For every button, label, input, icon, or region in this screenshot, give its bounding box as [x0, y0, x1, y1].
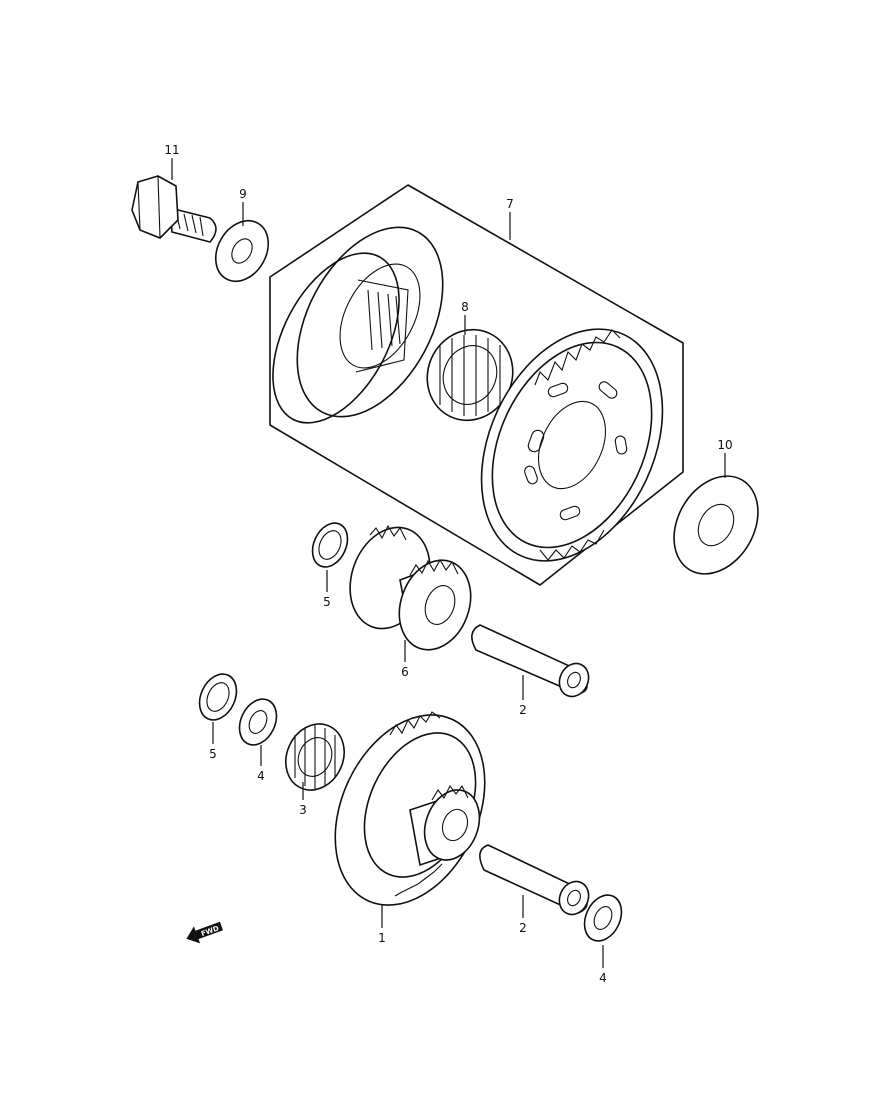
part-8-needle-bearing	[426, 328, 514, 422]
fwd-label: FWD	[200, 924, 220, 938]
label-part-2-upper: 2	[519, 703, 527, 717]
leader-lines	[171, 158, 726, 968]
part-number-labels: 11 9 7 8 10 5 6 2 5 4 3 1 2 4	[164, 143, 732, 985]
label-part-1: 1	[378, 931, 386, 945]
assembly-7-outline	[269, 184, 684, 586]
label-part-10: 10	[717, 438, 732, 452]
fwd-arrow-badge: FWD	[186, 921, 223, 944]
part-5-washer-upper	[311, 522, 349, 568]
part-6-idle-gear	[349, 524, 472, 651]
part-9-washer	[214, 220, 270, 282]
part-5-washer-lower	[198, 673, 238, 721]
label-part-2-lower: 2	[519, 921, 527, 935]
label-part-3: 3	[299, 803, 307, 817]
part-3-needle-bearing	[285, 723, 345, 791]
part-4-washer-right	[583, 894, 623, 942]
part-4-washer-left	[238, 698, 278, 746]
part-11-bolt	[131, 175, 217, 243]
part-2-shaft-lower	[479, 844, 590, 916]
label-part-11: 11	[164, 143, 179, 157]
label-part-4-left: 4	[257, 769, 265, 783]
label-part-5-upper: 5	[323, 595, 331, 609]
label-part-7: 7	[506, 197, 514, 211]
label-part-8: 8	[461, 300, 469, 314]
part-7-driven-gear	[480, 328, 664, 562]
part-2-shaft-upper	[471, 624, 590, 698]
label-part-6: 6	[401, 665, 409, 679]
label-part-4-right: 4	[599, 971, 607, 985]
label-part-9: 9	[239, 187, 247, 201]
part-10-washer	[673, 475, 759, 575]
part-7-clutch-housing	[272, 226, 444, 424]
part-1-starter-gear	[334, 711, 486, 906]
label-part-5-lower: 5	[209, 747, 217, 761]
